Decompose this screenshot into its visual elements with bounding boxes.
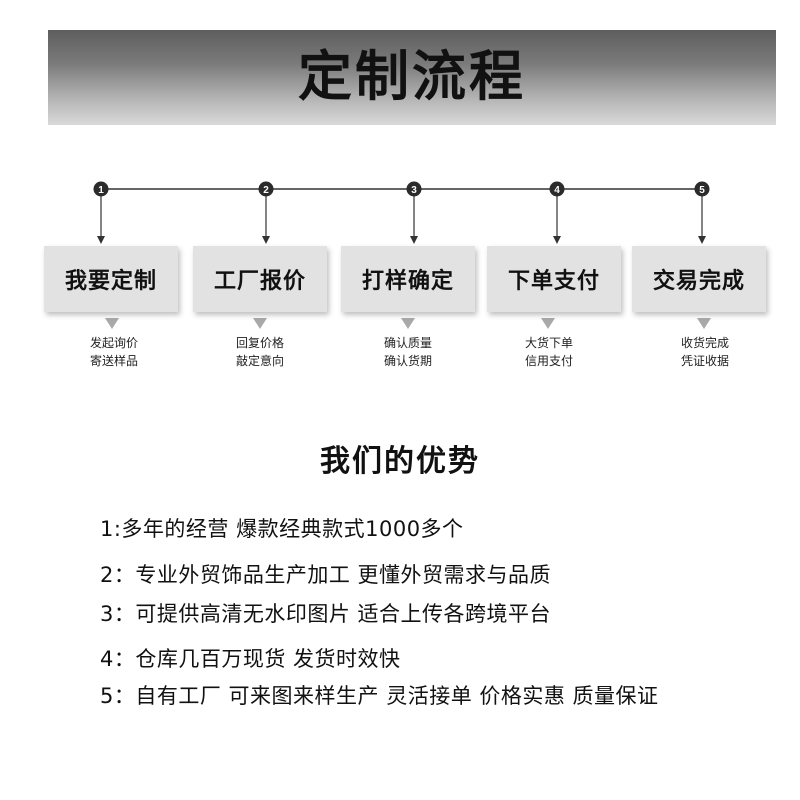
step-number-1: 1 bbox=[93, 181, 109, 197]
step-desc-line: 确认货期 bbox=[383, 354, 432, 368]
step-number-3: 3 bbox=[406, 181, 422, 197]
svg-text:4: 4 bbox=[554, 185, 560, 196]
down-triangle-icon bbox=[697, 318, 711, 329]
step-box-5: 交易完成 bbox=[632, 246, 766, 312]
step-number-4: 4 bbox=[549, 181, 565, 197]
step-box-3: 打样确定 bbox=[341, 246, 475, 312]
step-desc-4: 大货下单 信用支付 bbox=[489, 334, 609, 370]
svg-text:1: 1 bbox=[98, 185, 104, 196]
down-triangle-icon bbox=[253, 318, 267, 329]
page-title: 定制流程 bbox=[298, 45, 526, 108]
advantage-item: 3：可提供高清无水印图片 适合上传各跨境平台 bbox=[100, 602, 552, 626]
step-number-2: 2 bbox=[258, 181, 274, 197]
down-triangle-icon bbox=[401, 318, 415, 329]
step-desc-line: 凭证收据 bbox=[680, 354, 729, 368]
process-flow: 1 2 3 4 5 我要定制 工厂报价 打样确定 下单支付 交易完成 发起询价 … bbox=[44, 181, 766, 370]
step-box-4: 下单支付 bbox=[487, 246, 621, 312]
down-triangle-icon bbox=[541, 318, 555, 329]
advantage-item: 4：仓库几百万现货 发货时效快 bbox=[100, 647, 401, 671]
advantage-item: 5：自有工厂 可来图来样生产 灵活接单 价格实惠 质量保证 bbox=[100, 684, 659, 708]
svg-text:2: 2 bbox=[263, 185, 269, 196]
step-desc-line: 敲定意向 bbox=[235, 354, 284, 368]
step-desc-line: 确认质量 bbox=[383, 336, 432, 350]
step-desc-line: 寄送样品 bbox=[89, 354, 138, 368]
advantages-title: 我们的优势 bbox=[320, 444, 480, 479]
step-box-2: 工厂报价 bbox=[193, 246, 327, 312]
step-desc-3: 确认质量 确认货期 bbox=[348, 334, 468, 370]
flow-connectors: 1 2 3 4 5 bbox=[93, 181, 711, 329]
step-number-5: 5 bbox=[694, 181, 710, 197]
step-desc-1: 发起询价 寄送样品 bbox=[54, 334, 174, 370]
step-desc-line: 收货完成 bbox=[680, 336, 729, 350]
svg-text:3: 3 bbox=[411, 185, 417, 196]
advantage-item: 2：专业外贸饰品生产加工 更懂外贸需求与品质 bbox=[100, 563, 552, 587]
step-desc-5: 收货完成 凭证收据 bbox=[645, 334, 765, 370]
down-triangle-icon bbox=[105, 318, 119, 329]
advantage-item: 1:多年的经营 爆款经典款式1000多个 bbox=[100, 517, 464, 541]
svg-text:5: 5 bbox=[699, 185, 705, 196]
step-desc-line: 大货下单 bbox=[524, 336, 573, 350]
step-desc-line: 信用支付 bbox=[524, 354, 573, 368]
step-desc-2: 回复价格 敲定意向 bbox=[200, 334, 320, 370]
title-banner: 定制流程 bbox=[48, 30, 776, 125]
step-desc-line: 发起询价 bbox=[89, 336, 138, 350]
step-box-1: 我要定制 bbox=[44, 246, 178, 312]
step-desc-line: 回复价格 bbox=[235, 336, 284, 350]
